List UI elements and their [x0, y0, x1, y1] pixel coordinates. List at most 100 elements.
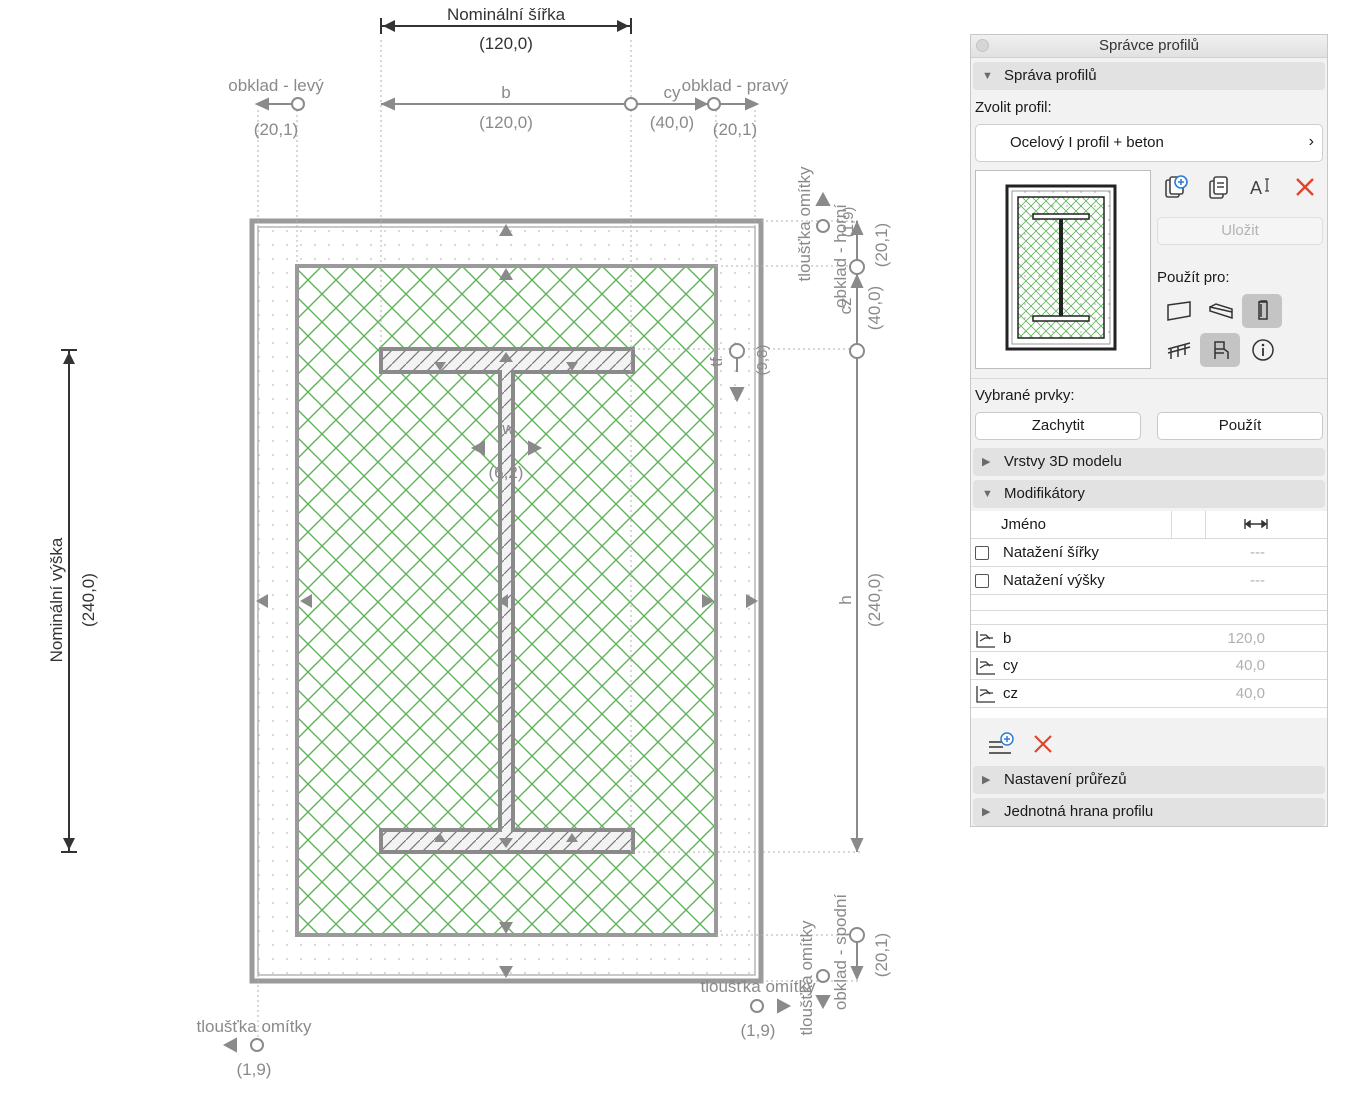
- plaster-left-dimension[interactable]: [222, 1037, 264, 1053]
- tw-dimension[interactable]: [470, 440, 543, 456]
- parameter-icon: [975, 656, 997, 680]
- divider: [971, 378, 1327, 379]
- tw-label: tw: [498, 419, 516, 438]
- plaster-bottom-dimension[interactable]: [815, 969, 831, 1010]
- apply-button[interactable]: Použít: [1157, 412, 1323, 440]
- plaster-right-label: tloušťka omítky: [700, 977, 816, 996]
- cladding-bottom-value: (20,1): [872, 933, 891, 977]
- triangle-down-icon: ▼: [982, 488, 993, 500]
- table-header: Jméno: [971, 511, 1327, 539]
- new-profile-icon[interactable]: [1155, 169, 1195, 203]
- cladding-top-dimension[interactable]: [850, 220, 864, 260]
- cy-value: (40,0): [650, 113, 694, 132]
- capture-button[interactable]: Zachytit: [975, 412, 1141, 440]
- svg-text:A: A: [1250, 178, 1262, 198]
- cz-value: (40,0): [865, 286, 884, 330]
- nominal-height-dimension[interactable]: [61, 349, 77, 853]
- table-row[interactable]: Natažení výšky ---: [971, 567, 1327, 595]
- plaster-top-label: tloušťka omítky: [795, 166, 814, 282]
- plaster-bottom-label: tloušťka omítky: [797, 920, 816, 1036]
- cladding-right-dimension[interactable]: [720, 97, 760, 111]
- wall-tool-icon[interactable]: [1158, 294, 1198, 328]
- add-modifier-icon[interactable]: [979, 725, 1019, 759]
- tf-label: tf: [707, 357, 726, 367]
- nominal-height-label: Nominální výška: [47, 537, 66, 662]
- section-3d-layers[interactable]: ▶ Vrstvy 3D modelu: [973, 448, 1325, 476]
- cladding-left-value: (20,1): [254, 120, 298, 139]
- modifiers-table: Jméno Natažení šířky --- Natažení výšky …: [971, 511, 1327, 718]
- table-row-partial: [971, 708, 1327, 718]
- section-modifiers[interactable]: ▼ Modifikátory: [973, 480, 1325, 508]
- table-row[interactable]: cz 40,0: [971, 680, 1327, 708]
- use-for-label: Použít pro:: [1157, 269, 1230, 286]
- cz-label: cz: [836, 298, 855, 315]
- panel-title: Správce profilů: [1098, 37, 1200, 54]
- stretch-width-icon[interactable]: [1243, 515, 1269, 537]
- cladding-bottom-dimension[interactable]: [849, 927, 865, 981]
- table-row[interactable]: Natažení šířky ---: [971, 539, 1327, 567]
- nominal-width-label: Nominální šířka: [447, 5, 566, 24]
- rename-profile-icon[interactable]: A: [1241, 169, 1281, 203]
- b-label: b: [501, 83, 510, 102]
- stretch-handles[interactable]: [256, 224, 758, 978]
- triangle-down-icon: ▼: [982, 70, 993, 82]
- table-row-empty: [971, 595, 1327, 611]
- tf-value: (9,8): [754, 345, 771, 376]
- cladding-left-dimension[interactable]: [254, 97, 305, 111]
- cladding-left-label: obklad - levý: [228, 76, 324, 95]
- tf-dimension[interactable]: [729, 343, 745, 403]
- profile-manager-panel: Správce profilů ▼ Správa profilů Zvolit …: [970, 34, 1328, 827]
- delete-profile-icon[interactable]: [1284, 169, 1324, 203]
- cladding-top-value: (20,1): [872, 223, 891, 267]
- triangle-right-icon: ▶: [982, 806, 991, 818]
- stretch-height-checkbox[interactable]: [975, 574, 989, 588]
- plaster-top-dimension[interactable]: [815, 191, 831, 233]
- close-icon[interactable]: [976, 39, 989, 52]
- profile-select-value: Ocelový I profil + beton: [1010, 134, 1164, 151]
- tw-value: (6,2): [489, 463, 524, 482]
- h-value: (240,0): [865, 573, 884, 627]
- column-name-header: Jméno: [1001, 516, 1047, 533]
- triangle-right-icon: ▶: [982, 774, 991, 786]
- beam-tool-icon[interactable]: [1200, 294, 1240, 328]
- chevron-right-icon: ›: [1308, 133, 1314, 150]
- plaster-left-value: (1,9): [237, 1060, 272, 1079]
- table-row[interactable]: b 120,0: [971, 624, 1327, 652]
- cladding-bottom-label: obklad - spodní: [831, 894, 850, 1011]
- nominal-width-dimension[interactable]: [380, 18, 632, 34]
- section-uniform-edge[interactable]: ▶ Jednotná hrana profilu: [973, 798, 1325, 826]
- plaster-right-value: (1,9): [741, 1021, 776, 1040]
- table-row[interactable]: cy 40,0: [971, 652, 1327, 680]
- cladding-top-label: obklad - horní: [831, 204, 850, 308]
- triangle-right-icon: ▶: [982, 456, 991, 468]
- railing-tool-icon[interactable]: [1158, 333, 1198, 367]
- column-tool-icon[interactable]: [1242, 294, 1282, 328]
- panel-titlebar: Správce profilů: [971, 35, 1327, 58]
- cladding-right-label: obklad - pravý: [682, 76, 789, 95]
- nominal-height-value: (240,0): [79, 573, 98, 627]
- save-button[interactable]: Uložit: [1157, 217, 1323, 245]
- selected-elements-label: Vybrané prvky:: [975, 387, 1075, 404]
- parameter-icon: [975, 684, 997, 708]
- h-label: h: [836, 595, 855, 604]
- guide-lines: [257, 40, 860, 1040]
- plaster-left-label: tloušťka omítky: [196, 1017, 312, 1036]
- profile-preview: [975, 170, 1151, 369]
- cladding-right-value: (20,1): [713, 120, 757, 139]
- info-icon[interactable]: [1242, 333, 1282, 367]
- parameter-icon: [975, 629, 997, 653]
- object-tool-icon[interactable]: [1200, 333, 1240, 367]
- b-value: (120,0): [479, 113, 533, 132]
- section-cross-sections[interactable]: ▶ Nastavení průřezů: [973, 766, 1325, 794]
- nominal-width-value: (120,0): [479, 34, 533, 53]
- stretch-width-checkbox[interactable]: [975, 546, 989, 560]
- cy-label: cy: [664, 83, 682, 102]
- plaster-top-value: (1,9): [840, 207, 857, 238]
- plaster-right-dimension[interactable]: [750, 998, 792, 1014]
- delete-modifier-icon[interactable]: [1021, 725, 1061, 759]
- section-manage-profiles[interactable]: ▼ Správa profilů: [973, 62, 1325, 90]
- choose-profile-label: Zvolit profil:: [975, 99, 1052, 116]
- profile-select[interactable]: Ocelový I profil + beton ›: [975, 124, 1323, 162]
- duplicate-profile-icon[interactable]: [1198, 169, 1238, 203]
